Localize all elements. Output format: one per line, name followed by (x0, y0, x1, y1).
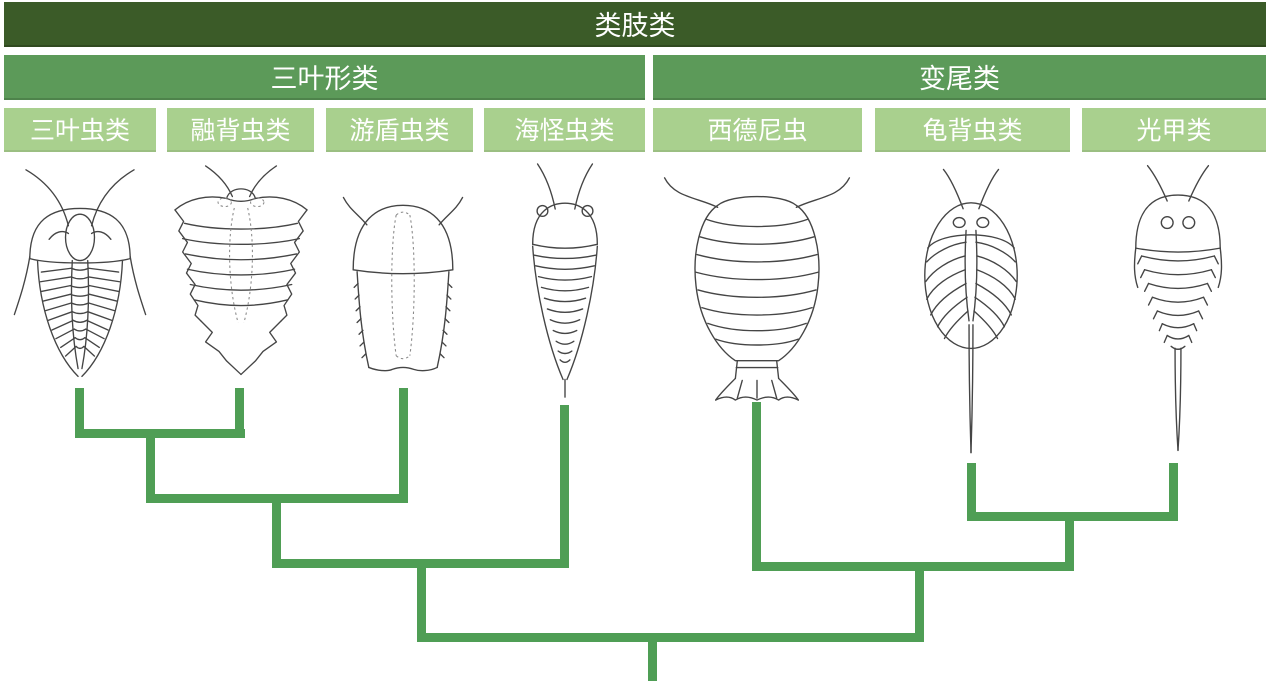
tree-branch-segment (915, 562, 924, 642)
tree-branch-segment (399, 388, 408, 503)
smooth-shield-arthropod-illustration (342, 196, 464, 372)
taxon-bar-2: 融背虫类 (167, 108, 314, 152)
tree-branch-segment (1065, 512, 1074, 571)
taxon-bar-3: 游盾虫类 (326, 108, 473, 152)
tree-branch-segment (752, 562, 1074, 571)
taxon-label: 融背虫类 (190, 117, 291, 145)
group-label: 三叶形类 (270, 64, 379, 94)
tree-branch-segment (75, 429, 245, 438)
taxon-bar-5: 西德尼虫 (653, 108, 862, 152)
tree-branch-segment (417, 559, 426, 642)
stalk-eyed-arthropod-illustration (531, 163, 599, 398)
turtle-back-arthropod-illustration (924, 168, 1018, 454)
taxon-bar-1: 三叶虫类 (4, 108, 156, 152)
tree-branch-segment (967, 463, 976, 521)
taxon-label: 龟背虫类 (922, 117, 1023, 145)
tree-branch-segment (272, 494, 281, 568)
tree-branch-segment (560, 405, 569, 568)
taxon-label: 海怪虫类 (514, 117, 615, 145)
root-clade-label: 类肢类 (594, 11, 676, 41)
taxon-label: 西德尼虫 (707, 117, 808, 145)
sidneyia-illustration (663, 177, 851, 401)
fused-shield-arthropod-illustration (174, 165, 308, 376)
taxon-bar-6: 龟背虫类 (875, 108, 1070, 152)
tree-branch-segment (417, 633, 924, 642)
tree-branch-segment (648, 633, 657, 681)
root-clade-bar: 类肢类 (4, 2, 1266, 47)
taxon-label: 游盾虫类 (349, 117, 450, 145)
tree-branch-segment (235, 388, 244, 438)
taxon-label: 三叶虫类 (29, 117, 130, 145)
tree-branch-segment (1169, 463, 1178, 521)
trilobite-illustration (13, 169, 147, 378)
group-bar-trilobitomorpha: 三叶形类 (4, 55, 645, 100)
taxon-label: 光甲类 (1136, 117, 1212, 145)
tail-spine-arthropod-illustration (1133, 164, 1223, 452)
tree-branch-segment (752, 402, 761, 571)
taxon-bar-4: 海怪虫类 (484, 108, 645, 152)
tree-branch-segment (75, 388, 84, 438)
taxon-bar-7: 光甲类 (1082, 108, 1266, 152)
group-label: 变尾类 (919, 64, 1000, 94)
group-bar-vicissicaudata: 变尾类 (653, 55, 1266, 100)
tree-branch-segment (146, 429, 155, 503)
